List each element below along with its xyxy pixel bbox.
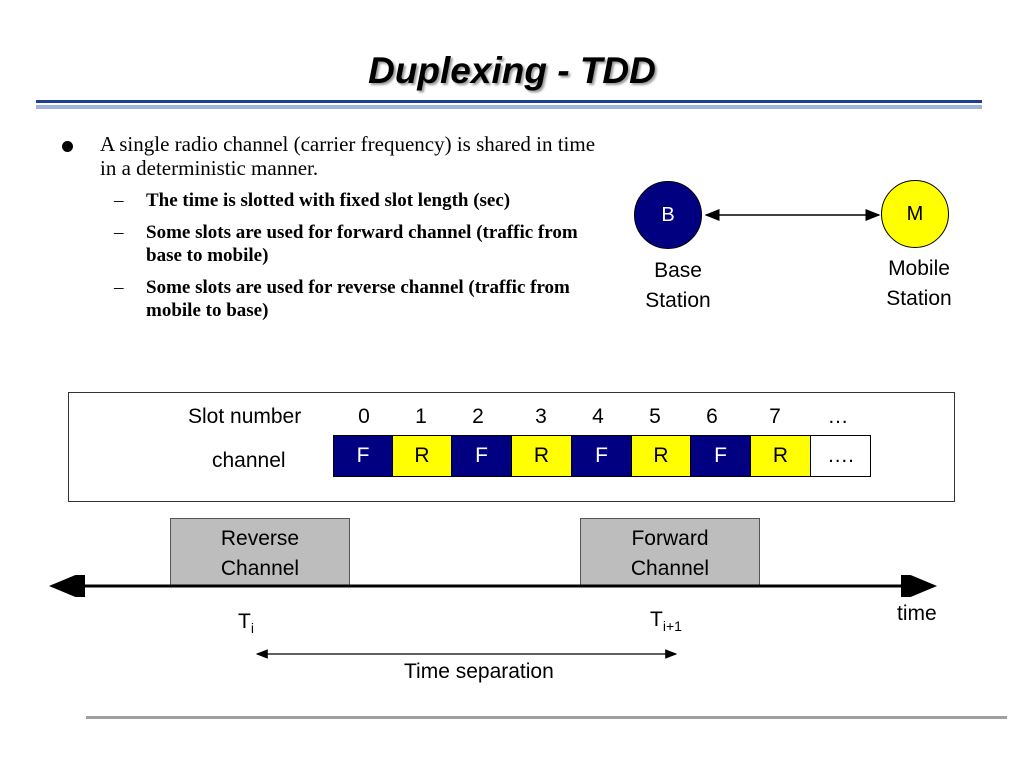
time-axis-arrow — [49, 575, 937, 597]
base-station-label-line2: Station — [645, 289, 711, 312]
t-i1-label: Ti+1 — [650, 608, 682, 634]
title-rule-top — [36, 100, 982, 103]
slot-number-ellipsis: … — [827, 405, 849, 428]
slot-cell-forward: F — [333, 435, 393, 477]
bullet-dot-icon — [62, 141, 73, 152]
slot-number: 6 — [706, 405, 718, 428]
dash-icon: – — [114, 190, 124, 211]
slot-number: 7 — [769, 405, 781, 428]
mobile-station-letter: M — [906, 202, 924, 225]
time-separation-label: Time separation — [404, 660, 554, 683]
forward-channel-line2: Channel — [630, 557, 710, 580]
reverse-channel-line2: Channel — [220, 557, 300, 580]
sub-bullet-text: Some slots are used for forward channel … — [146, 222, 578, 266]
slot-diagram-frame — [68, 392, 955, 502]
reverse-channel-line1: Reverse — [220, 527, 300, 550]
time-axis-label: time — [897, 602, 937, 625]
base-station-letter: B — [661, 203, 675, 226]
slot-cell-reverse: R — [392, 435, 452, 477]
t-i1-base: T — [650, 608, 663, 631]
base-station-label: Base Station — [628, 256, 728, 316]
time-separation-arrow — [255, 649, 678, 659]
sub-bullet-text: Some slots are used for reverse channel … — [146, 277, 570, 321]
t-i-base: T — [238, 610, 251, 633]
mobile-station-label-line2: Station — [886, 287, 952, 310]
forward-channel-line1: Forward — [631, 527, 709, 550]
dash-icon: – — [114, 222, 124, 243]
base-station-node: B — [634, 181, 702, 249]
sub-bullet-item: – The time is slotted with fixed slot le… — [62, 189, 602, 212]
t-i-label: Ti — [238, 610, 254, 636]
slot-number: 4 — [592, 405, 604, 428]
slot-cell-ellipsis: …. — [810, 435, 871, 477]
mobile-station-label: Mobile Station — [869, 254, 969, 314]
footer-rule — [86, 716, 1007, 719]
title-rule-bottom — [36, 105, 982, 109]
sub-bullet-item: – Some slots are used for forward channe… — [62, 221, 602, 267]
slot-cell-reverse: R — [511, 435, 572, 477]
slot-cell-reverse: R — [750, 435, 811, 477]
mobile-station-node: M — [881, 180, 949, 248]
slot-number: 0 — [358, 405, 370, 428]
slot-number: 1 — [415, 405, 427, 428]
base-station-label-line1: Base — [654, 259, 702, 282]
dash-icon: – — [114, 277, 124, 298]
bullet-text: A single radio channel (carrier frequenc… — [100, 132, 596, 180]
t-i-sub: i — [250, 620, 254, 637]
slot-number: 3 — [535, 405, 547, 428]
t-i1-sub: i+1 — [662, 618, 682, 635]
slide-title: Duplexing - TDD — [368, 50, 656, 91]
slot-cell-reverse: R — [631, 435, 691, 477]
base-mobile-arrow — [704, 209, 881, 221]
sub-bullet-item: – Some slots are used for reverse channe… — [62, 276, 602, 322]
slot-cell-forward: F — [451, 435, 512, 477]
bullet-list: A single radio channel (carrier frequenc… — [62, 132, 602, 322]
slot-number-label: Slot number — [188, 405, 302, 428]
reverse-channel-box: Reverse Channel — [170, 518, 350, 586]
slot-cell-forward: F — [690, 435, 751, 477]
slot-cell-forward: F — [571, 435, 632, 477]
slot-number: 5 — [649, 405, 661, 428]
bullet-item: A single radio channel (carrier frequenc… — [62, 132, 602, 180]
slot-number: 2 — [472, 405, 484, 428]
sub-bullet-text: The time is slotted with fixed slot leng… — [146, 190, 511, 211]
mobile-station-label-line1: Mobile — [888, 257, 950, 280]
channel-row-label: channel — [212, 449, 286, 472]
